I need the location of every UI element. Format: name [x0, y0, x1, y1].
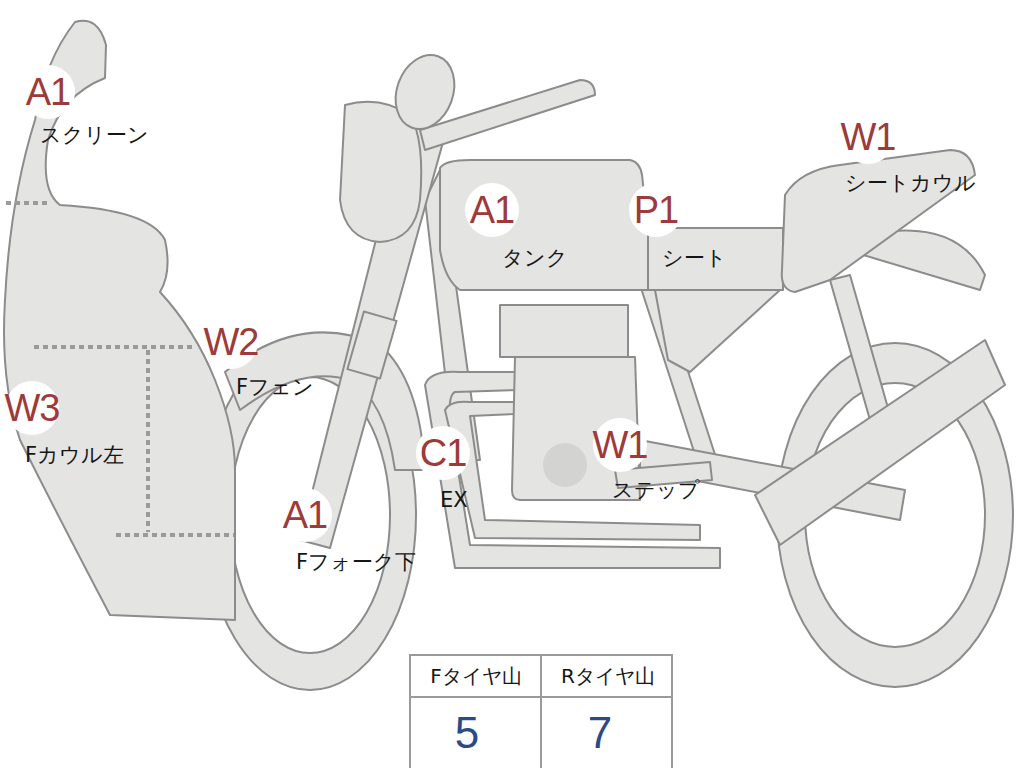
engine-head: [500, 305, 628, 357]
part-name: スクリーン: [40, 124, 149, 147]
part-name: Fカウル左: [25, 444, 124, 467]
table-header: Fタイヤ山: [430, 665, 522, 687]
part-name: シート: [662, 247, 727, 270]
table-header: Rタイヤ山: [561, 665, 655, 687]
part-name: ステップ: [612, 479, 700, 502]
mirror: [386, 47, 465, 138]
part-name: Fフォーク下: [296, 551, 416, 574]
cowl-section-lines: [6, 203, 234, 535]
part-name: EX: [440, 489, 468, 512]
tread-value: 7: [588, 711, 612, 755]
front-cowl: [4, 21, 235, 620]
part-name: シートカウル: [845, 172, 976, 195]
tank: [440, 160, 655, 290]
grade-badge: W1: [841, 110, 895, 164]
grade-badge: P1: [629, 183, 683, 237]
grade-badge: A1: [278, 488, 332, 542]
grade-badge: C1: [416, 426, 470, 480]
seat-cowl: [782, 150, 975, 292]
grade-badge: A1: [465, 183, 519, 237]
tyre-table: [410, 655, 672, 768]
grade-badge: A1: [21, 65, 75, 119]
rear-arm: [755, 340, 1005, 545]
grade-badge: W1: [593, 418, 647, 472]
grade-badge: W2: [204, 315, 258, 369]
part-name: タンク: [502, 247, 568, 270]
tread-value: 5: [455, 711, 479, 755]
grade-badge: W3: [5, 381, 59, 435]
part-name: Fフェン: [236, 376, 314, 399]
seat: [648, 228, 783, 290]
